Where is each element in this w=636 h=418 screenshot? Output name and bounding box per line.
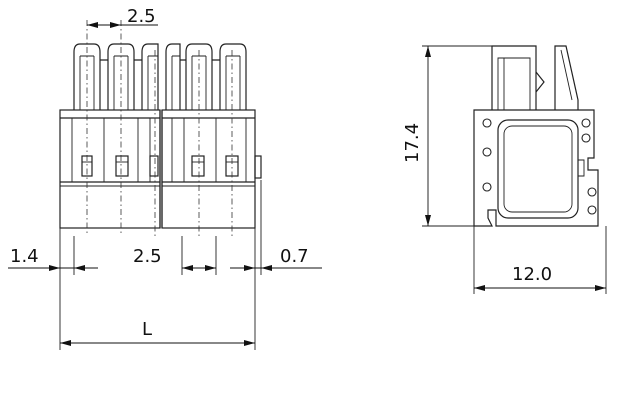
dim-left-offset: 1.4 bbox=[8, 246, 98, 271]
side-latch bbox=[491, 45, 579, 110]
dim-width-label: 12.0 bbox=[512, 264, 552, 285]
side-holes bbox=[482, 118, 597, 215]
dim-height-label: 17.4 bbox=[402, 123, 423, 163]
dim-width: 12.0 bbox=[473, 226, 607, 294]
side-view: 17.4 12.0 bbox=[402, 45, 607, 294]
dim-top-pitch-label: 2.5 bbox=[127, 6, 156, 27]
connector-body bbox=[59, 109, 262, 229]
side-body bbox=[473, 109, 599, 227]
dim-total-length-label: L bbox=[142, 319, 152, 340]
dim-bottom-pitch: 2.5 bbox=[133, 246, 216, 271]
front-view: 2.5 1.4 2.5 0.7 L bbox=[8, 6, 322, 350]
dim-right-offset-label: 0.7 bbox=[280, 246, 309, 267]
pin-centerlines bbox=[86, 20, 233, 236]
pin-group-right bbox=[165, 43, 247, 110]
dim-top-pitch: 2.5 bbox=[87, 6, 158, 28]
dim-total-length: L bbox=[60, 319, 255, 346]
dim-bottom-pitch-label: 2.5 bbox=[133, 246, 162, 267]
dim-height: 17.4 bbox=[402, 45, 492, 227]
dim-right-offset: 0.7 bbox=[230, 246, 322, 271]
dim-left-offset-label: 1.4 bbox=[10, 246, 39, 267]
